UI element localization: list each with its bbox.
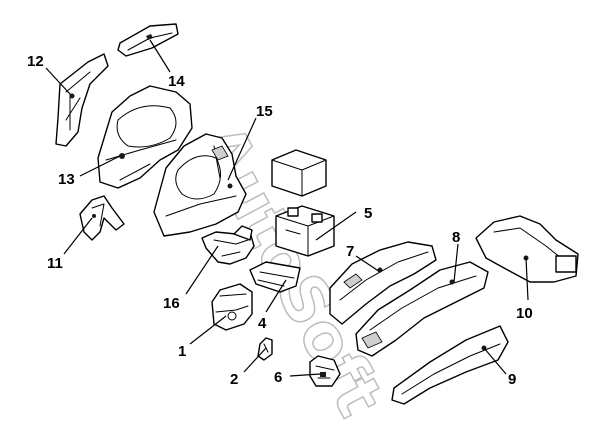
part-16	[201, 225, 255, 265]
part-7	[329, 241, 437, 325]
callout-15: 15	[256, 103, 273, 120]
leader-10	[525, 257, 529, 301]
part-14	[117, 23, 179, 57]
callout-4: 4	[258, 315, 267, 332]
callout-2: 2	[230, 371, 238, 388]
callout-6: 6	[274, 369, 282, 386]
leader-7	[355, 255, 381, 273]
leader-12	[45, 67, 71, 95]
part-8	[355, 261, 489, 357]
part-1	[211, 283, 253, 331]
part-5	[271, 149, 335, 257]
part-15	[153, 133, 247, 237]
leader-14	[149, 39, 171, 73]
leader-9	[483, 347, 507, 375]
part-13	[97, 85, 193, 189]
part-4	[249, 261, 301, 293]
callout-10: 10	[516, 305, 533, 322]
callout-16: 16	[163, 295, 180, 312]
part-11	[79, 195, 125, 241]
callout-8: 8	[452, 229, 460, 246]
callout-labels: 12 14 13 15 11 16 4 1 2 6 5 7 8 9 10	[27, 53, 533, 388]
leader-15	[227, 117, 257, 181]
leader-4	[265, 279, 287, 313]
part-10	[475, 215, 579, 283]
leader-2	[243, 347, 267, 373]
leader-11	[63, 217, 93, 255]
leader-13	[79, 155, 121, 177]
leader-6	[289, 373, 321, 377]
callout-7: 7	[346, 243, 354, 260]
callout-11: 11	[47, 255, 63, 272]
callout-5: 5	[364, 205, 372, 222]
leader-8	[453, 243, 459, 283]
leader-16	[185, 245, 219, 295]
leader-lines	[45, 39, 529, 377]
part-9	[391, 325, 509, 405]
part-12	[55, 53, 109, 147]
callout-13: 13	[58, 171, 75, 188]
leader-1	[189, 315, 227, 345]
part-6	[309, 355, 341, 387]
callout-1: 1	[178, 343, 186, 360]
callout-14: 14	[168, 73, 185, 90]
callout-12: 12	[27, 53, 44, 70]
callout-9: 9	[508, 371, 516, 388]
leader-5	[315, 211, 357, 241]
